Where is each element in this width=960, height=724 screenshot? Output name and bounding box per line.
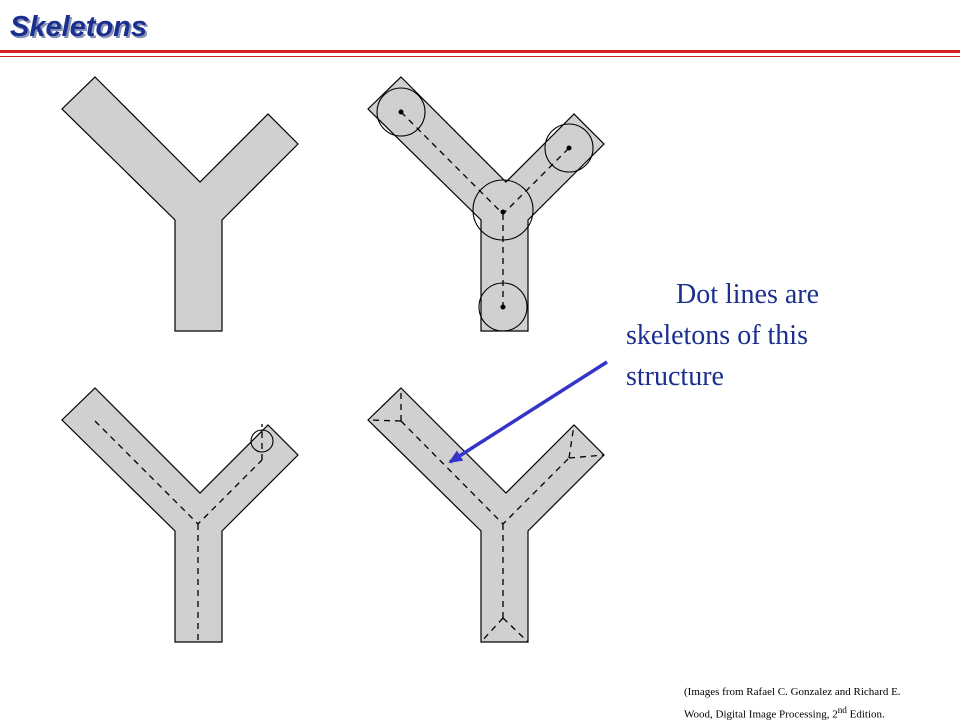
- citation-line: Wood, Digital Image Processing, 2nd Edit…: [684, 701, 954, 724]
- y-shape-with-disks: [367, 76, 605, 332]
- disk-center: [500, 209, 506, 215]
- maximal-disk: [544, 123, 594, 173]
- skeleton-line: [568, 454, 605, 459]
- citation-text: Edition.: [846, 708, 885, 721]
- slide-title: Skeletons: [10, 11, 147, 43]
- skeleton-line: [480, 617, 504, 643]
- citation-superscript: nd: [837, 705, 847, 715]
- citation-text: Wood, Digital Image Processing, 2: [684, 708, 838, 721]
- maximal-disk: [376, 87, 426, 137]
- citation-line: (Images from Rafael C. Gonzalez and Rich…: [684, 686, 901, 698]
- skeleton-line: [568, 424, 575, 459]
- caption-line: structure: [626, 361, 724, 392]
- disk-center: [566, 145, 572, 151]
- maximal-disk: [478, 282, 528, 332]
- skeleton-line: [367, 419, 402, 422]
- title-rule-thin: [0, 56, 960, 57]
- caption-text: Dot lines are skeletons of this structur…: [626, 274, 866, 397]
- maximal-disk: [250, 429, 274, 453]
- title-rule: [0, 50, 960, 53]
- source-citation: (Images from Rafael C. Gonzalez and Rich…: [684, 683, 954, 724]
- disk-center: [398, 109, 404, 115]
- y-shape-skeleton-small-disk: [61, 387, 299, 643]
- maximal-disk: [472, 179, 534, 241]
- skeleton-line: [502, 617, 529, 643]
- disk-center: [500, 304, 506, 310]
- caption-line: Dot lines are: [676, 279, 820, 310]
- caption-line: skeletons of this: [626, 320, 808, 351]
- y-shape-full-skeleton: [367, 387, 605, 643]
- y-shape-plain: [61, 76, 299, 332]
- pointer-arrow: [448, 360, 608, 464]
